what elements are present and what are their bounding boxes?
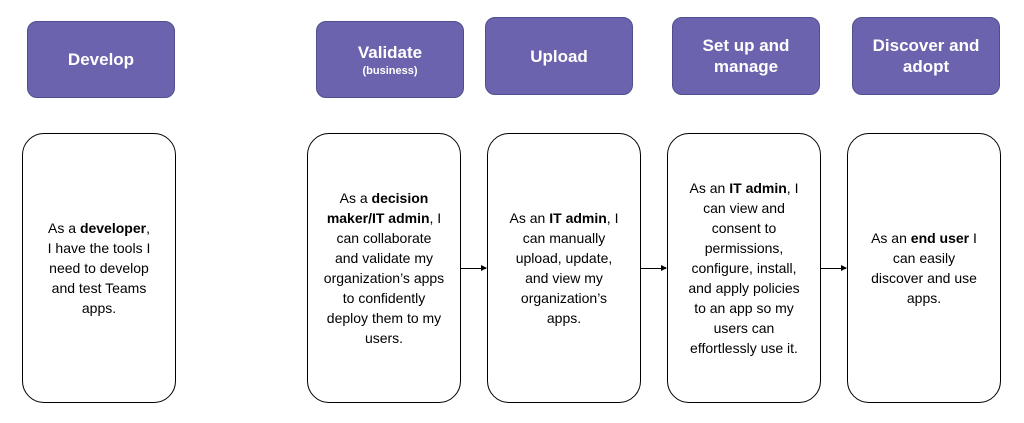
stage-card-validate: As a decision maker/IT admin, I can coll…: [307, 133, 461, 403]
stage-title: Discover and adopt: [872, 36, 980, 76]
stage-card-develop: As a developer, I have the tools I need …: [22, 133, 176, 403]
stage-card-set-up-and-manage: As an IT admin, I can view and consent t…: [667, 133, 821, 403]
arrow-validate-to-upload: [461, 265, 487, 271]
arrow-setup-to-discover: [821, 265, 847, 271]
card-text-post: , I can collaborate and validate my orga…: [323, 210, 445, 346]
card-text-post: , I have the tools I need to develop and…: [47, 220, 151, 316]
card-text-post: , I can view and consent to permissions,…: [688, 180, 800, 356]
card-text-post: I can easily discover and use apps.: [871, 230, 977, 306]
stage-title: Set up and manage: [702, 36, 790, 76]
card-role: decision maker/IT admin: [326, 190, 430, 226]
card-text-pre: As an: [689, 180, 730, 196]
card-text-pre: As a: [339, 190, 372, 206]
card-role: end user: [910, 230, 970, 246]
stage-header-upload: Upload: [485, 17, 633, 95]
stage-header-discover-and-adopt: Discover and adopt: [852, 17, 1000, 95]
stage-header-set-up-and-manage: Set up and manage: [672, 17, 820, 95]
stage-card-upload: As an IT admin, I can manually upload, u…: [487, 133, 641, 403]
stage-card-discover-and-adopt: As an end user I can easily discover and…: [847, 133, 1001, 403]
card-text-pre: As an: [871, 230, 911, 246]
card-role: IT admin: [729, 180, 787, 196]
card-text-pre: As an: [509, 210, 550, 226]
card-role: developer: [79, 220, 147, 236]
card-text-post: , I can manually upload, update, and vie…: [515, 210, 619, 326]
card-text-pre: As a: [48, 220, 80, 236]
stage-header-develop: Develop: [27, 21, 175, 98]
stage-header-validate: Validate (business): [316, 21, 464, 98]
stage-title: Upload: [530, 46, 588, 66]
arrow-upload-to-setup: [641, 265, 667, 271]
stage-title: Develop: [67, 50, 135, 69]
stage-title: Validate: [357, 42, 423, 62]
stage-subtitle: (business): [362, 64, 418, 77]
card-role: IT admin: [549, 210, 607, 226]
